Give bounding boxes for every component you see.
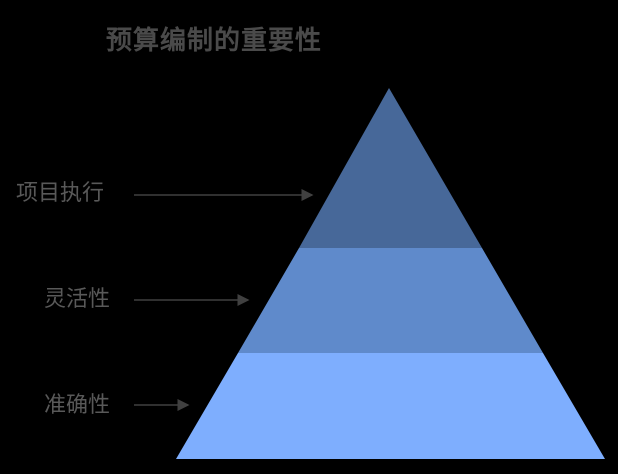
label-accuracy: 准确性	[44, 393, 111, 418]
pyramid-tier-top	[299, 88, 482, 248]
diagram-title: 预算编制的重要性	[106, 26, 323, 56]
pyramid-tier-bottom	[176, 353, 605, 459]
label-flexibility: 灵活性	[44, 287, 111, 312]
label-project-execution: 项目执行	[16, 181, 105, 206]
pyramid-tier-middle	[238, 248, 543, 353]
